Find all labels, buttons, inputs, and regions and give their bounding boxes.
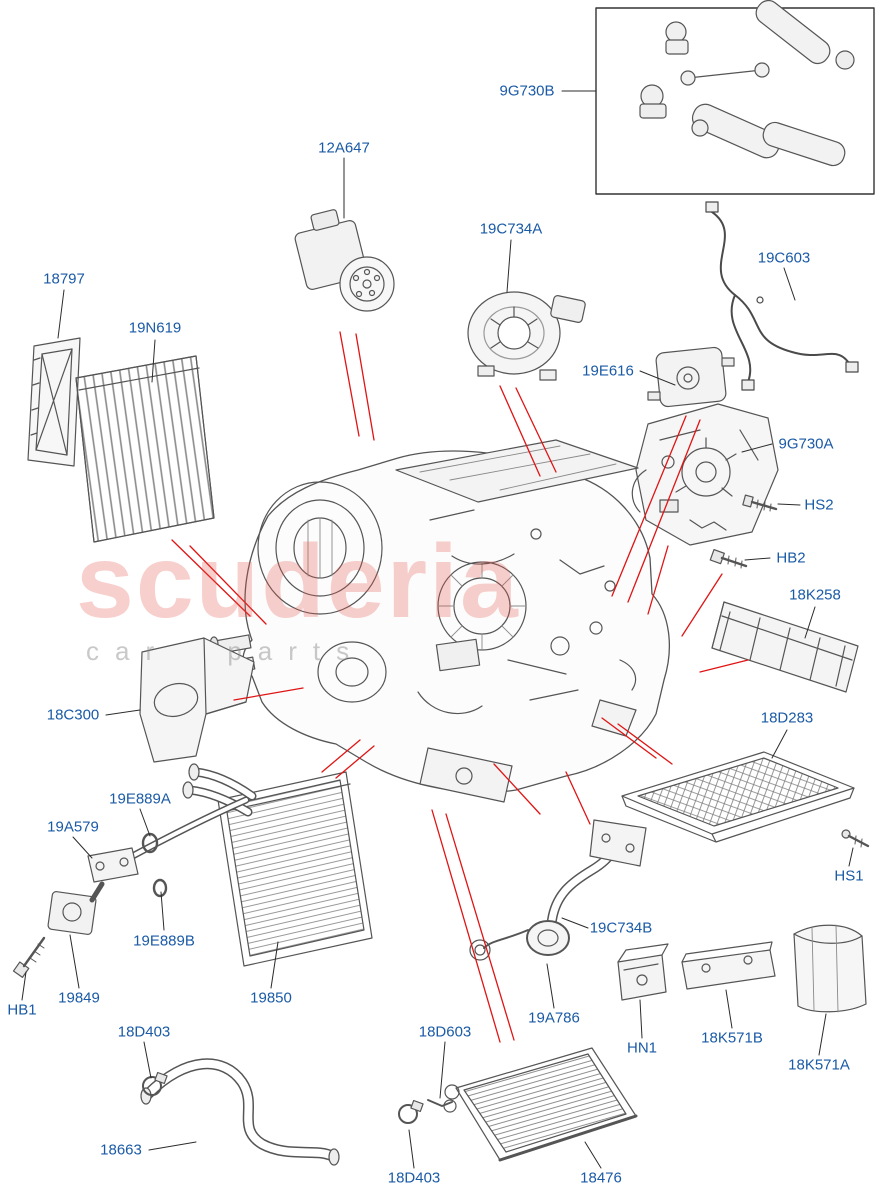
sketch-HB2-bolt [709, 548, 748, 569]
part-label-18797[interactable]: 18797 [43, 270, 85, 288]
sketch-18K258-duct [711, 601, 859, 693]
sketch-18663-hose [140, 1058, 340, 1166]
sketch-18D603-fitting [427, 1099, 457, 1113]
part-label-19E889A[interactable]: 19E889A [109, 790, 171, 808]
part-label-18K571A[interactable]: 18K571A [788, 1056, 850, 1074]
sketch-18K571A-cover [793, 924, 867, 1013]
part-label-HN1[interactable]: HN1 [626, 1039, 658, 1057]
part-label-19C734A[interactable]: 19C734A [479, 220, 543, 238]
sketch-19E889A-oring [141, 832, 159, 854]
part-label-9G730B[interactable]: 9G730B [499, 82, 555, 100]
sketch-18476-evaporator [444, 1047, 638, 1162]
part-label-9G730A[interactable]: 9G730A [778, 435, 834, 453]
part-label-19E616[interactable]: 19E616 [582, 362, 634, 380]
sketch-18D403-clamp-b [398, 1099, 424, 1124]
part-label-18D283[interactable]: 18D283 [760, 709, 814, 727]
sketch-9G730B-kit-box [595, 0, 875, 195]
part-label-18C300[interactable]: 18C300 [46, 706, 100, 724]
sketch-18D283-tray [621, 751, 855, 843]
part-label-19849[interactable]: 19849 [58, 989, 100, 1007]
part-label-12A647[interactable]: 12A647 [318, 139, 370, 157]
sketch-main-hvac-housing [209, 439, 670, 803]
sketch-19A579-pipe-bracket [87, 796, 250, 883]
part-label-18K571B[interactable]: 18K571B [701, 1029, 763, 1047]
part-label-18K258[interactable]: 18K258 [789, 586, 841, 604]
sketch-18D403-clamp-a [142, 1071, 168, 1096]
part-label-HS2[interactable]: HS2 [804, 496, 834, 514]
sketch-HB1-bolt [12, 936, 46, 978]
sketch-19849-valve [47, 881, 105, 935]
sketch-9G730A-bracket [631, 403, 779, 546]
part-label-HS1[interactable]: HS1 [834, 867, 864, 885]
part-label-18D403-a[interactable]: 18D403 [117, 1023, 171, 1041]
part-label-19C734B[interactable]: 19C734B [589, 919, 653, 937]
sketch-19E616-actuator [647, 346, 735, 408]
part-label-19N619[interactable]: 19N619 [128, 319, 182, 337]
label-connector-lines [21, 90, 854, 1169]
part-label-18476[interactable]: 18476 [580, 1169, 622, 1187]
sketch-19N619-filter [75, 355, 215, 543]
sketch-HN1-clip [617, 943, 669, 1001]
sketch-HS1-screw [841, 829, 870, 848]
part-label-19A579[interactable]: 19A579 [47, 818, 99, 836]
sketch-19850-heater-core [182, 763, 373, 967]
part-label-HB1[interactable]: HB1 [7, 1001, 37, 1019]
sketch-HS2-screw [742, 494, 778, 512]
sketch-18K571B-bracket [681, 941, 776, 990]
part-label-18D603[interactable]: 18D603 [418, 1023, 472, 1041]
part-label-19E889B[interactable]: 19E889B [133, 932, 195, 950]
sketch-19C603-harness [705, 201, 859, 391]
sketch-12A647-motor [294, 209, 395, 312]
part-label-19850[interactable]: 19850 [250, 989, 292, 1007]
red-leader-lines [171, 331, 749, 1043]
part-label-18663[interactable]: 18663 [100, 1141, 142, 1159]
sketch-19E889B-oring [152, 878, 168, 898]
part-label-19A786[interactable]: 19A786 [528, 1009, 580, 1027]
part-label-19C603[interactable]: 19C603 [757, 249, 811, 267]
part-label-HB2[interactable]: HB2 [776, 549, 806, 567]
sketch-18797-frame [27, 337, 81, 467]
sketch-18C300-duct [139, 637, 255, 763]
part-label-18D403-b[interactable]: 18D403 [387, 1169, 441, 1187]
sketch-19C734A-actuator [467, 291, 586, 381]
sketch-19C734B-pipe [469, 819, 647, 961]
